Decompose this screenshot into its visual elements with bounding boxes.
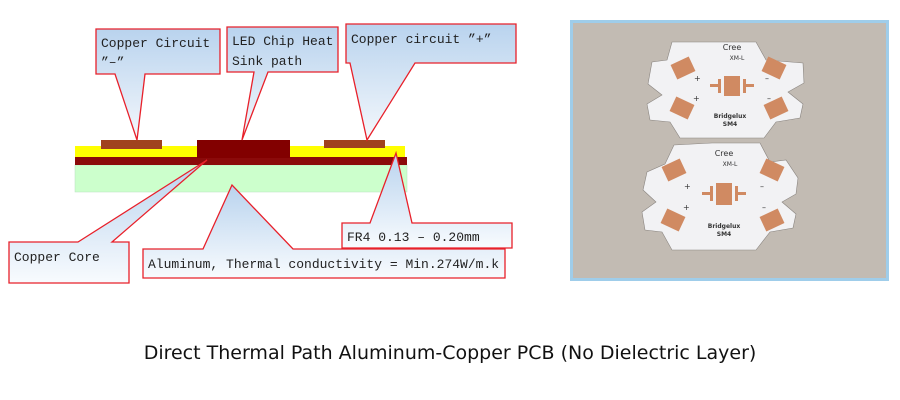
- board-text: +: [693, 94, 700, 103]
- callout-copper-minus: Copper Circuit ”–”: [95, 28, 221, 141]
- copper-core-layer: [75, 157, 407, 165]
- board-text: XM-L: [730, 55, 745, 62]
- callout-text: LED Chip Heat: [232, 34, 333, 49]
- callout-text: FR4 0.13 – 0.20mm: [347, 230, 480, 245]
- copper-pad-minus: [101, 140, 162, 149]
- board-text: +: [683, 203, 690, 212]
- star-board-bottom: Cree XM-L Bridgelux SM4 + + – –: [641, 142, 799, 251]
- pcb-photo: Cree XM-L Bridgelux SM4 + + – – Cree XM-…: [570, 20, 889, 281]
- board-text: Cree: [715, 149, 734, 158]
- copper-pad-plus: [324, 140, 385, 148]
- board-text: XM-L: [723, 161, 738, 168]
- callout-led-chip: LED Chip Heat Sink path: [226, 26, 339, 141]
- board-text: +: [694, 74, 701, 83]
- board-text: –: [767, 94, 771, 103]
- callout-text: Aluminum, Thermal conductivity = Min.274…: [148, 257, 499, 272]
- callout-text: Copper Core: [14, 250, 100, 265]
- board-text: Cree: [723, 43, 742, 52]
- board-text: SM4: [723, 121, 737, 128]
- figure-caption: Direct Thermal Path Aluminum-Copper PCB …: [143, 342, 757, 364]
- board-text: –: [762, 203, 766, 212]
- callout-copper-core: Copper Core: [8, 159, 208, 284]
- callout-fr4: FR4 0.13 – 0.20mm: [341, 150, 513, 249]
- star-board-top: Cree XM-L Bridgelux SM4 + + – –: [646, 41, 805, 139]
- pcb-cross-section: [74, 140, 408, 193]
- board-text: –: [765, 74, 769, 83]
- board-text: Bridgelux: [708, 223, 741, 230]
- aluminum-layer: [74, 164, 408, 193]
- led-chip-pedestal: [197, 140, 290, 158]
- callout-text: Sink path: [232, 54, 302, 69]
- callout-copper-plus: Copper circuit ”+”: [345, 23, 517, 142]
- callout-text: ”–”: [101, 55, 124, 70]
- board-text: +: [684, 182, 691, 191]
- board-text: Bridgelux: [714, 113, 747, 120]
- board-text: –: [760, 182, 764, 191]
- callout-text: Copper Circuit: [101, 36, 210, 51]
- board-text: SM4: [717, 231, 731, 238]
- callout-aluminum: Aluminum, Thermal conductivity = Min.274…: [142, 183, 506, 279]
- callout-text: Copper circuit ”+”: [351, 32, 491, 47]
